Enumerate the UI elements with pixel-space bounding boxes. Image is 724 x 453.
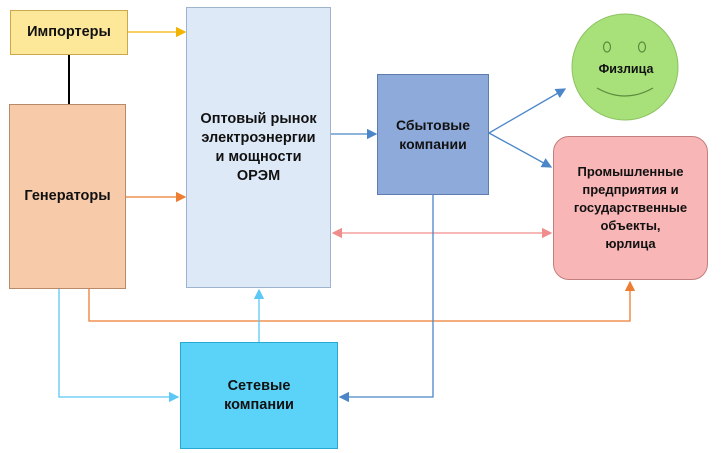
sales-companies-box: Сбытовые компании [377,74,489,195]
arrow-generators-to-industry [88,280,636,322]
arrow-sales-to-individuals [488,88,567,134]
smiley-icon [571,13,679,121]
sales-companies-label: Сбытовые компании [395,116,471,152]
arrow-generators-to-grid [58,289,180,403]
industry-box: Промышленные предприятия и государственн… [553,136,708,280]
wholesale-market-label: Оптовый рынок электроэнергии и мощности … [200,110,317,184]
generators-label: Генераторы [24,188,111,204]
industry-label: Промышленные предприятия и государственн… [573,164,688,251]
generators-box: Генераторы [9,104,126,289]
individuals-label: Физлица [598,62,654,76]
importers-label: Импортеры [27,24,111,40]
wholesale-market-box: Оптовый рынок электроэнергии и мощности … [186,7,331,288]
grid-companies-label: Сетевые компании [224,377,294,413]
arrow-sales-to-industry [488,132,553,168]
importers-box: Импортеры [10,10,128,55]
grid-companies-box: Сетевые компании [180,342,338,449]
arrow-sales-to-grid [338,195,434,403]
